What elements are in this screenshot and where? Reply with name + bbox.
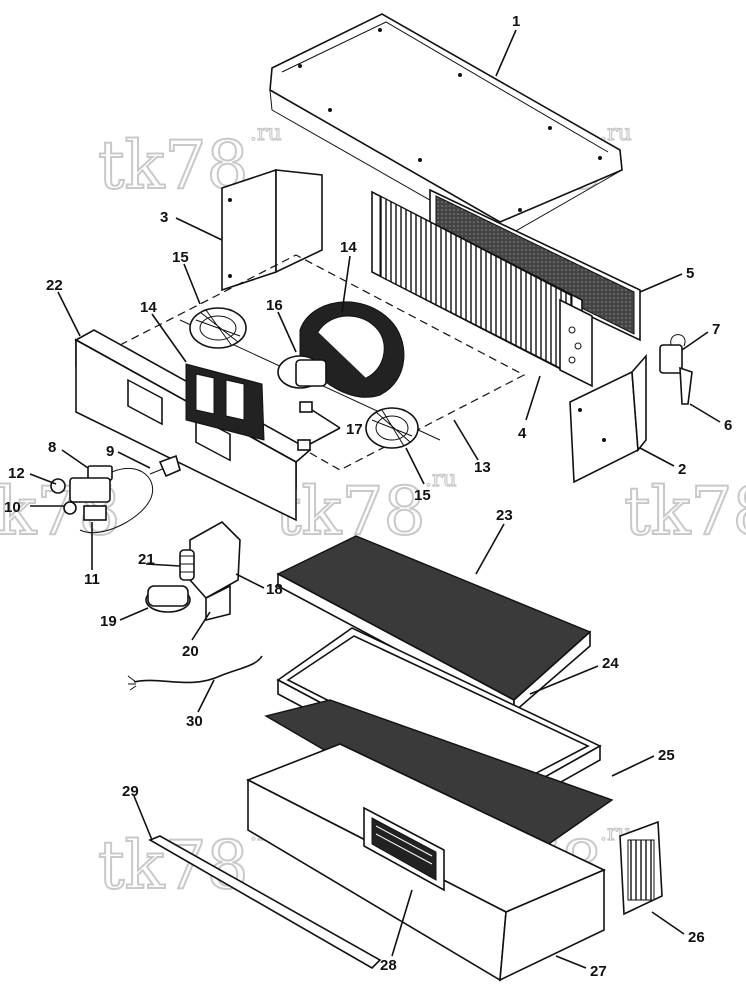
callout-20: 20 (182, 643, 199, 660)
callout-24: 24 (602, 655, 619, 672)
callout-3: 3 (160, 209, 168, 226)
callout-13: 13 (474, 459, 491, 476)
part-blower-wheel-left (189, 307, 247, 349)
part-mounting-strip (148, 835, 382, 969)
callout-26: 26 (688, 929, 705, 946)
part-evaporator-coil (371, 190, 593, 388)
part-clip (679, 366, 693, 405)
callout-23: 23 (496, 507, 513, 524)
callout-16: 16 (266, 297, 283, 314)
watermark-mid-right: tk78 (623, 472, 746, 551)
callout-15-bottom: 15 (414, 487, 431, 504)
callout-12: 12 (8, 465, 25, 482)
part-wire-harness (127, 655, 263, 691)
callout-15-top: 15 (172, 249, 189, 266)
callout-11: 11 (84, 571, 100, 588)
callout-18: 18 (266, 581, 283, 598)
watermark-suffix: .ru (250, 121, 282, 146)
part-relay (659, 334, 686, 374)
callout-22: 22 (46, 277, 63, 294)
callout-5: 5 (686, 265, 694, 282)
callout-4: 4 (518, 425, 527, 442)
callout-8: 8 (48, 439, 56, 456)
part-mount-bracket (189, 521, 241, 622)
part-right-bracket (569, 353, 647, 484)
callout-10: 10 (4, 499, 21, 516)
part-solenoid (145, 585, 191, 613)
watermark-text: tk78 (98, 127, 249, 204)
callout-9: 9 (106, 443, 114, 460)
part-left-bracket (221, 168, 323, 292)
callout-21: 21 (138, 551, 155, 568)
watermark-top-left: tk78 .ru (97, 120, 282, 205)
leader-lines (29, 29, 721, 969)
watermark-bottom-left: tk78 .ru (97, 820, 282, 905)
callout-14-left: 14 (140, 299, 157, 316)
callout-30: 30 (186, 713, 203, 730)
watermark-text: tk78 (624, 473, 746, 550)
callout-2: 2 (678, 461, 686, 478)
part-top-cover (269, 13, 623, 241)
callout-14-right: 14 (340, 239, 357, 256)
watermark-text: tk78 (275, 473, 426, 550)
callout-28: 28 (380, 957, 397, 974)
part-blower-wheel-right (365, 407, 419, 449)
part-scroll-housing-left (185, 363, 265, 441)
part-bottom-housing (246, 743, 606, 982)
callout-6: 6 (724, 417, 732, 434)
callout-19: 19 (100, 613, 117, 630)
watermark-text: tk78 (98, 827, 249, 904)
callout-1: 1 (512, 13, 520, 30)
callout-labels: 1 2 3 4 5 6 7 8 9 10 11 12 13 14 14 15 1… (4, 13, 732, 980)
callout-17: 17 (346, 421, 363, 438)
callout-29: 29 (122, 783, 139, 800)
watermark-suffix: .ru (425, 467, 457, 492)
callout-25: 25 (658, 747, 675, 764)
part-spring (179, 549, 195, 581)
callout-27: 27 (590, 963, 607, 980)
part-switch-assembly (50, 454, 181, 534)
part-clips (297, 401, 313, 451)
part-side-grille (619, 820, 663, 916)
watermark-mid-center: tk78 .ru (274, 466, 457, 551)
callout-7: 7 (712, 321, 720, 338)
part-grille (363, 806, 445, 892)
